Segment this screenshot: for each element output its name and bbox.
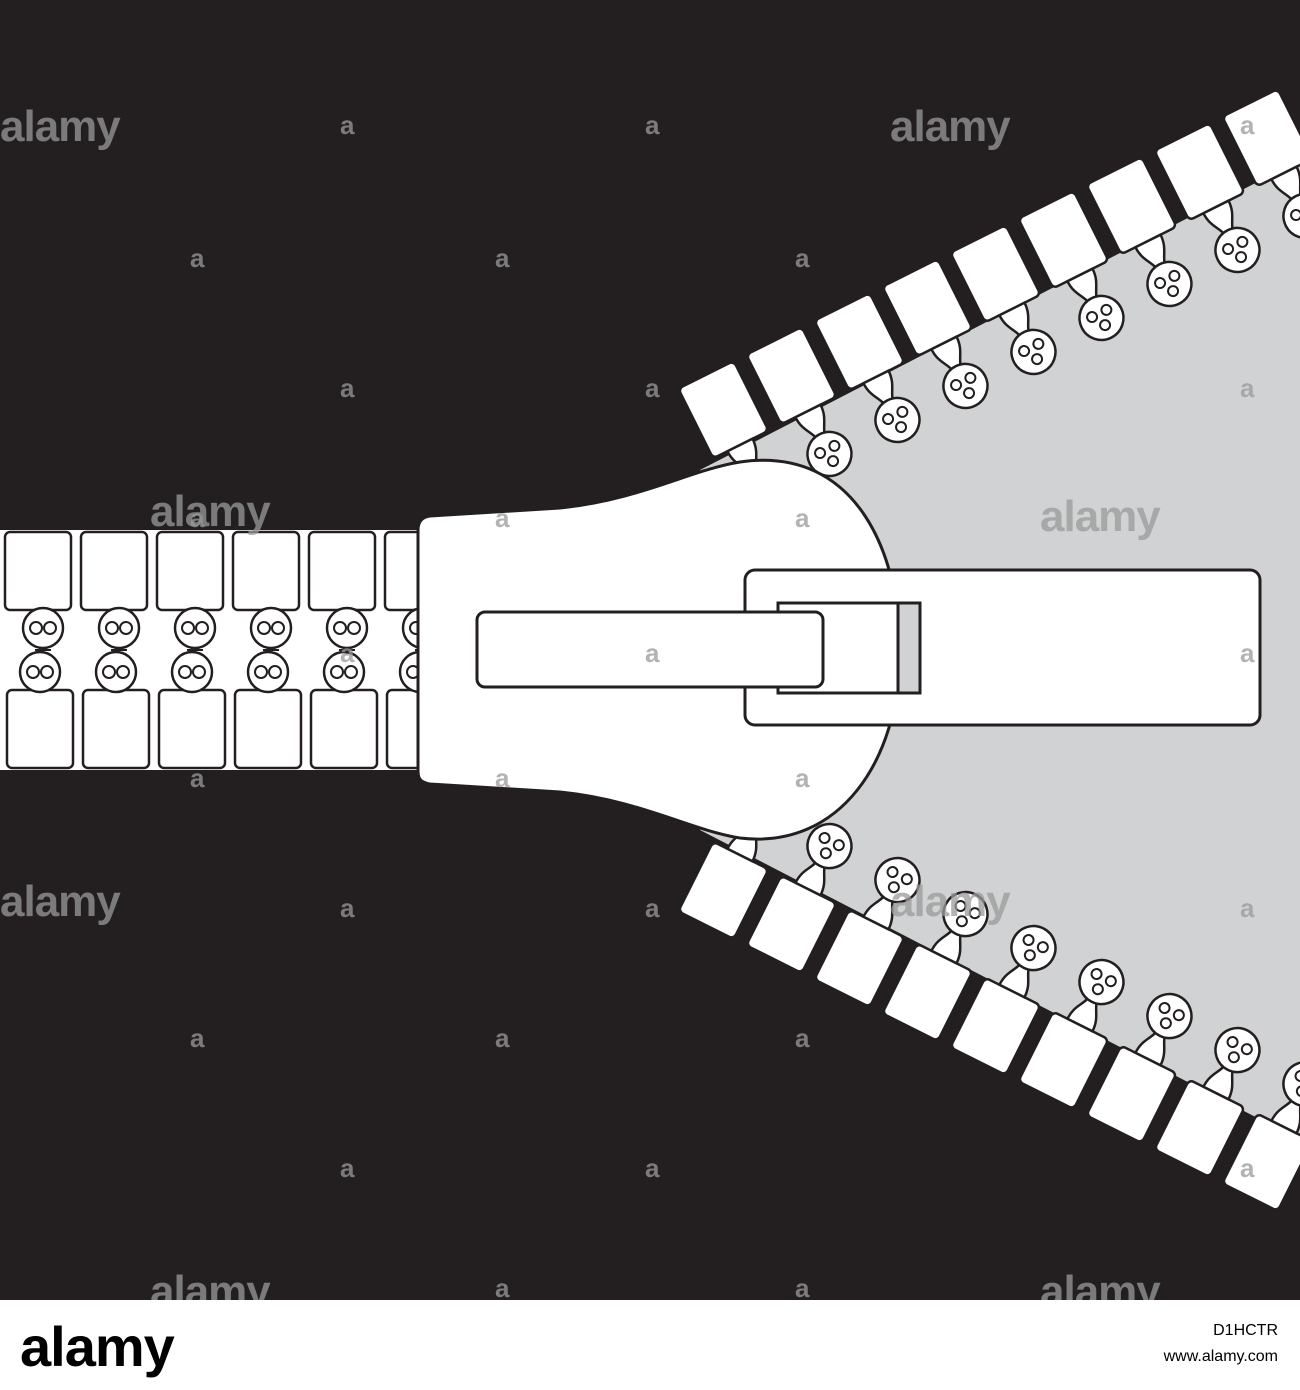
- closed-tooth-bottom: [309, 649, 379, 770]
- open-tooth: [882, 259, 989, 410]
- watermark-mark: a: [795, 763, 810, 793]
- watermark-mark: a: [190, 243, 205, 273]
- open-tooth: [1018, 191, 1125, 342]
- closed-tooth-top: [307, 530, 377, 650]
- closed-tooth-top: [3, 530, 73, 650]
- open-tooth: [882, 890, 989, 1041]
- open-tooth: [1222, 89, 1300, 240]
- closed-tooth-bottom: [81, 649, 151, 770]
- watermark-mark: a: [645, 1153, 660, 1183]
- watermark-mark: a: [645, 373, 660, 403]
- watermark-mark: a: [340, 1153, 355, 1183]
- watermark-word: alamy: [0, 102, 121, 151]
- watermark-mark: a: [495, 1273, 510, 1303]
- watermark-mark: a: [645, 110, 660, 140]
- open-tooth: [1154, 123, 1261, 274]
- watermark-mark: a: [1240, 893, 1255, 923]
- watermark-mark: a: [340, 638, 355, 668]
- image-id: D1HCTR: [1213, 1322, 1278, 1339]
- watermark-mark: a: [1240, 1153, 1255, 1183]
- open-tooth: [1154, 1026, 1261, 1177]
- slider-bridge-bar: [475, 610, 825, 689]
- watermark-mark: a: [340, 110, 355, 140]
- open-tooth: [814, 856, 921, 1007]
- open-tooth: [1018, 958, 1125, 1109]
- watermark-mark: a: [795, 1273, 810, 1303]
- open-tooth: [746, 327, 853, 478]
- footer-meta: D1HCTR www.alamy.com: [1164, 1318, 1278, 1370]
- closed-tooth-top: [231, 530, 301, 650]
- watermark-mark: a: [645, 638, 660, 668]
- watermark-mark: a: [495, 763, 510, 793]
- site-url: www.alamy.com: [1163, 1348, 1278, 1365]
- watermark-mark: a: [340, 373, 355, 403]
- closed-tooth-top: [79, 530, 149, 650]
- watermark-mark: a: [495, 1023, 510, 1053]
- watermark-mark: a: [795, 243, 810, 273]
- footer-logo: alamy: [20, 1315, 175, 1378]
- watermark-word: alamy: [890, 102, 1011, 151]
- watermark-word: alamy: [1040, 492, 1161, 541]
- stock-footer: alamy D1HCTR www.alamy.com: [0, 1300, 1300, 1390]
- open-tooth: [950, 225, 1057, 376]
- watermark-mark: a: [190, 503, 205, 533]
- watermark-mark: a: [795, 1023, 810, 1053]
- watermark-mark: a: [495, 503, 510, 533]
- open-tooth: [1086, 157, 1193, 308]
- zipper-illustration: [0, 0, 1300, 1300]
- closed-tooth-bottom: [233, 649, 303, 770]
- watermark-word: alamy: [0, 877, 121, 926]
- watermark-mark: a: [340, 893, 355, 923]
- closed-tooth-bottom: [5, 649, 75, 770]
- watermark-mark: a: [1240, 638, 1255, 668]
- closed-tooth-bottom: [157, 649, 227, 770]
- watermark-word: alamy: [150, 487, 271, 536]
- watermark-word: alamy: [890, 877, 1011, 926]
- lower-teeth-row: [678, 788, 1300, 1211]
- watermark-mark: a: [645, 893, 660, 923]
- watermark-mark: a: [795, 503, 810, 533]
- watermark-mark: a: [1240, 373, 1255, 403]
- open-tooth: [1086, 992, 1193, 1143]
- open-tooth: [746, 822, 853, 973]
- watermark-mark: a: [190, 1023, 205, 1053]
- watermark-mark: a: [1240, 110, 1255, 140]
- open-tooth: [950, 924, 1057, 1075]
- closed-tooth-top: [155, 530, 225, 650]
- watermark-mark: a: [190, 763, 205, 793]
- watermark-mark: a: [495, 243, 510, 273]
- open-tooth: [814, 293, 921, 444]
- open-tooth: [1222, 1060, 1300, 1211]
